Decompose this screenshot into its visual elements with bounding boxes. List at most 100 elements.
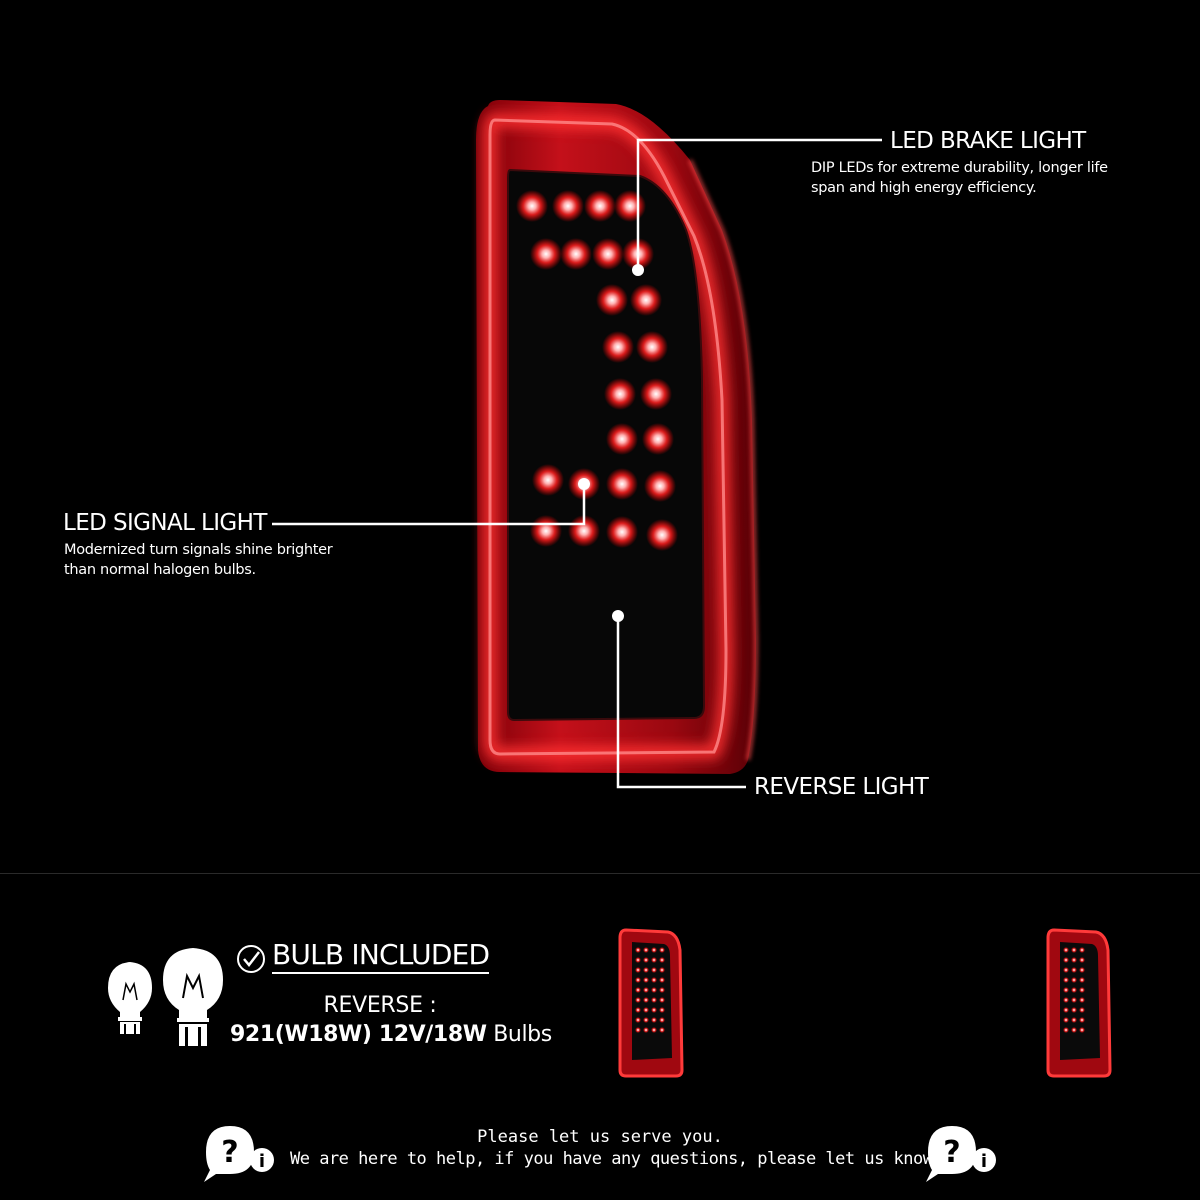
tail-light-thumb-left [618, 928, 684, 1078]
led-dot [530, 238, 562, 270]
led-dot [643, 1007, 649, 1013]
led-dot [1079, 987, 1085, 993]
led-dot [651, 987, 657, 993]
led-dot [1063, 967, 1069, 973]
led-dot [644, 470, 676, 502]
led-dot [659, 957, 665, 963]
led-dot [643, 1017, 649, 1023]
led-dot [530, 515, 562, 547]
led-dot [1071, 947, 1077, 953]
bulb-spec-suffix: Bulbs [486, 1022, 552, 1047]
led-dot [1063, 957, 1069, 963]
led-dot [1071, 1017, 1077, 1023]
bulb-included-title: BULB INCLUDED [272, 938, 490, 974]
led-dot [630, 284, 662, 316]
led-dot [651, 997, 657, 1003]
led-dot [643, 987, 649, 993]
led-dot [659, 1007, 665, 1013]
led-dot [651, 947, 657, 953]
signal-desc-line2: than normal halogen bulbs. [64, 562, 256, 578]
led-dot [643, 1027, 649, 1033]
led-dot [636, 331, 668, 363]
led-dot [651, 967, 657, 973]
brake-light-title: LED BRAKE LIGHT [890, 128, 1086, 154]
led-dot [659, 947, 665, 953]
svg-text:?: ? [221, 1135, 238, 1170]
led-dot [635, 977, 641, 983]
led-dot [1071, 997, 1077, 1003]
brake-light-description: DIP LEDs for extreme durability, longer … [811, 158, 1131, 198]
led-dot [635, 987, 641, 993]
led-dot [651, 957, 657, 963]
led-dot [1071, 1007, 1077, 1013]
led-dot [659, 977, 665, 983]
callout-reverse-line [612, 610, 746, 789]
led-dot [606, 516, 638, 548]
led-dot [642, 423, 674, 455]
led-dot [640, 378, 672, 410]
led-dot [1079, 977, 1085, 983]
reverse-light-title: REVERSE LIGHT [754, 774, 929, 800]
led-dot [635, 1017, 641, 1023]
check-circle-icon [237, 945, 265, 973]
led-dot [1079, 1017, 1085, 1023]
led-dot [1079, 967, 1085, 973]
tail-light-thumb-right [1046, 928, 1112, 1078]
led-dot [1071, 1027, 1077, 1033]
led-dot [635, 1027, 641, 1033]
led-dot [643, 947, 649, 953]
led-dot [643, 977, 649, 983]
led-dot [1079, 947, 1085, 953]
led-dot [651, 1017, 657, 1023]
svg-text:?: ? [943, 1135, 960, 1170]
led-dot [1063, 987, 1069, 993]
signal-light-description: Modernized turn signals shine brighter t… [64, 540, 364, 580]
led-dot [643, 957, 649, 963]
bulb-spec-model: 921(W18W) 12V/18W [230, 1022, 487, 1047]
led-dot [606, 468, 638, 500]
led-dot [604, 378, 636, 410]
signal-desc-line1: Modernized turn signals shine brighter [64, 542, 333, 558]
led-dot [584, 190, 616, 222]
help-info-icon: ? i [204, 1126, 274, 1182]
led-dot [659, 1017, 665, 1023]
led-dot [651, 1027, 657, 1033]
bulb-reverse-label: REVERSE : [323, 993, 437, 1018]
led-dot [635, 957, 641, 963]
led-dot [606, 423, 638, 455]
brake-desc-line1: DIP LEDs for extreme durability, longer … [811, 160, 1108, 176]
led-dot [646, 519, 678, 551]
bulb-small-icon [108, 962, 152, 1034]
led-dot [635, 947, 641, 953]
led-dot [532, 464, 564, 496]
led-dot [1063, 1027, 1069, 1033]
led-dot [659, 1027, 665, 1033]
led-dot [659, 997, 665, 1003]
footer-help-text: We are here to help, if you have any que… [290, 1149, 943, 1169]
led-dot [614, 190, 646, 222]
callout-brake-line [632, 138, 882, 276]
footer-serve-text: Please let us serve you. [477, 1127, 723, 1147]
led-dot [552, 190, 584, 222]
section-divider [0, 873, 1200, 874]
led-dot [659, 987, 665, 993]
led-dot [560, 238, 592, 270]
led-dot [651, 977, 657, 983]
led-dot [1079, 1007, 1085, 1013]
led-dot [1071, 957, 1077, 963]
brake-desc-line2: span and high energy efficiency. [811, 180, 1037, 196]
help-info-icon: ? i [926, 1126, 996, 1182]
led-dot [1079, 997, 1085, 1003]
bulb-large-icon [163, 948, 223, 1046]
led-dot [643, 997, 649, 1003]
led-dot [1071, 967, 1077, 973]
led-dot [1063, 977, 1069, 983]
led-dot [1063, 947, 1069, 953]
svg-text:i: i [259, 1151, 265, 1172]
led-dot [516, 190, 548, 222]
svg-text:i: i [981, 1151, 987, 1172]
led-dot [1079, 1027, 1085, 1033]
led-dot [596, 284, 628, 316]
callout-signal-line [272, 478, 590, 526]
